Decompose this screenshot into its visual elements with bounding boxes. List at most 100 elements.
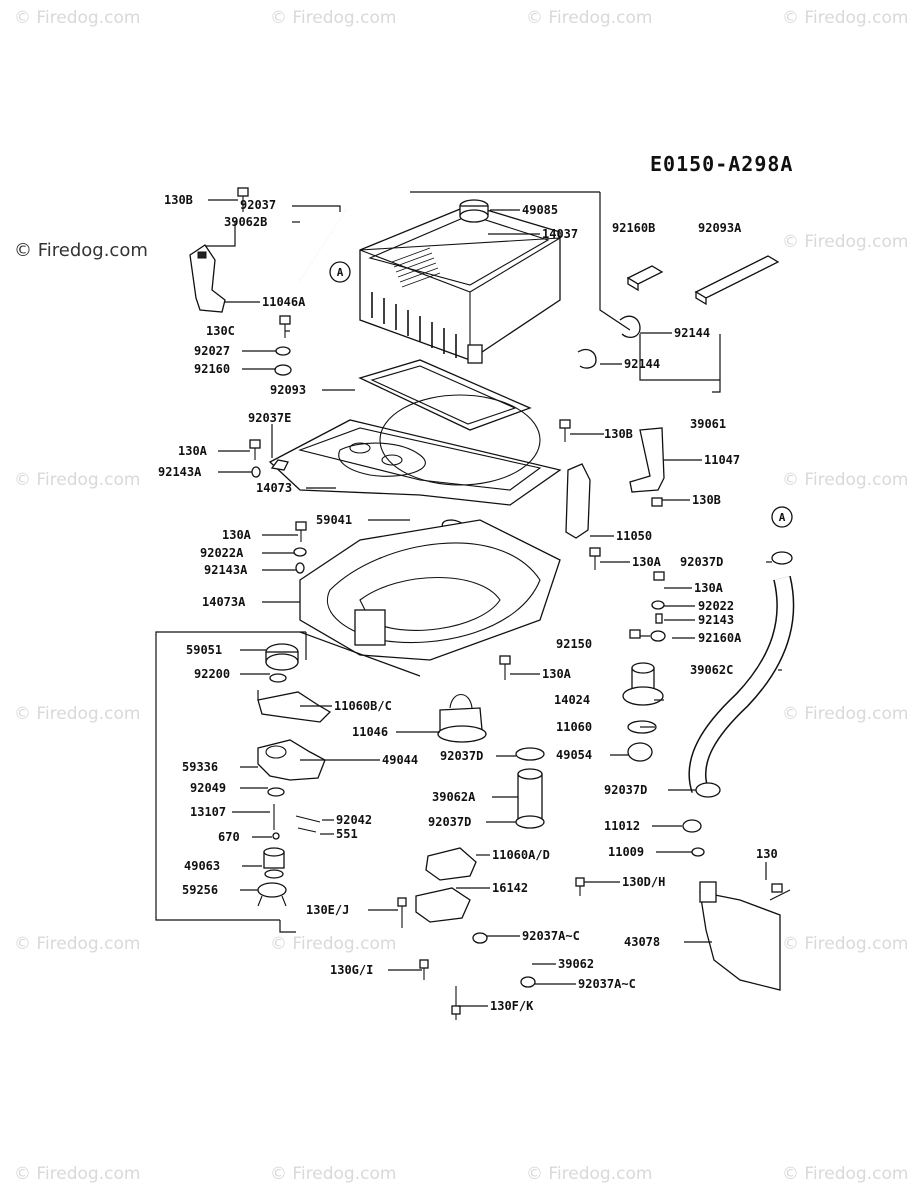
part-label: 92144 [624, 357, 660, 371]
part-label: 11060B/C [334, 699, 392, 713]
thermostat-49054 [627, 742, 653, 762]
hose-39062C [688, 551, 795, 798]
part-label: 11046A [262, 295, 306, 309]
part-label: 92143A [204, 563, 248, 577]
clamp-92037D [515, 747, 545, 761]
part-label: 39062C [690, 663, 733, 677]
part-label: 92022 [698, 599, 734, 613]
part-label: 49054 [556, 748, 592, 762]
part-label: 11050 [616, 529, 652, 543]
washer-92200 [269, 673, 287, 683]
part-label: 130G/I [330, 963, 373, 977]
radiator [359, 199, 561, 364]
part-label: 92093A [698, 221, 742, 235]
gasket-92093 [358, 359, 532, 431]
part-label: 11009 [608, 845, 644, 859]
part-label: 92150 [556, 637, 592, 651]
pin-92042 [295, 815, 321, 823]
part-label: 92037A~C [578, 977, 636, 991]
part-label: 92037D [428, 815, 471, 829]
part-label: 92037A~C [522, 929, 580, 943]
part-label: 130E/J [306, 903, 349, 917]
part-label: 130F/K [490, 999, 534, 1013]
reference-marker-a: A [329, 261, 351, 283]
watermark: © Firedog.com [14, 1164, 141, 1184]
watermark: © Firedog.com [526, 1164, 653, 1184]
part-label: 92037E [248, 411, 291, 425]
part-label: 11012 [604, 819, 640, 833]
hose-39062A [517, 773, 543, 823]
impeller-59256 [257, 882, 287, 907]
clip-92144 [619, 315, 641, 339]
housing-11046 [437, 693, 487, 743]
bracket-11050 [565, 463, 591, 539]
part-label: 49085 [522, 203, 558, 217]
part-label: 49063 [184, 859, 220, 873]
part-label: 92143A [158, 465, 202, 479]
part-label: 130B [164, 193, 193, 207]
part-label: 14073A [202, 595, 246, 609]
gear-59051 [265, 643, 299, 671]
clamp-92037D [515, 815, 545, 829]
part-label: 92037D [440, 749, 483, 763]
part-label: 39061 [690, 417, 726, 431]
part-label: 39062B [224, 215, 267, 229]
part-label: 92037D [604, 783, 647, 797]
cap-11012 [682, 819, 702, 833]
part-label: 11060 [556, 720, 592, 734]
part-label: 92037 [240, 198, 276, 212]
part-label: 130C [206, 324, 235, 338]
part-label: 59051 [186, 643, 222, 657]
svg-text:A: A [779, 511, 786, 524]
part-label: 92042 [336, 813, 372, 827]
watermark: © Firedog.com [14, 470, 141, 490]
part-label: 130A [222, 528, 252, 542]
bracket-11046A [189, 244, 226, 313]
clip-92144 [577, 348, 597, 369]
part-label: 92093 [270, 383, 306, 397]
svg-text:A: A [337, 266, 344, 279]
watermark: © Firedog.com [14, 934, 141, 954]
seal-49063 [263, 847, 285, 879]
diagram-code: E0150-A298A [650, 152, 794, 176]
seal-92049 [267, 787, 285, 797]
part-label: 11060A/D [492, 848, 550, 862]
pad-92160B [626, 265, 664, 292]
part-label: 130B [604, 427, 633, 441]
part-label: 92160A [698, 631, 742, 645]
reservoir-43078 [699, 881, 791, 991]
watermark: © Firedog.com [782, 232, 909, 252]
part-label: 92022A [200, 546, 244, 560]
watermark: © Firedog.com [782, 470, 909, 490]
watermark: © Firedog.com [14, 704, 141, 724]
part-label: 59336 [182, 760, 218, 774]
part-label: 551 [336, 827, 358, 841]
thermostat-cover-14024 [622, 662, 664, 706]
part-label: 59256 [182, 883, 218, 897]
part-label: 49044 [382, 753, 418, 767]
watermark: © Firedog.com [782, 704, 909, 724]
reference-marker-a: A [771, 506, 793, 528]
part-label: 92049 [190, 781, 226, 795]
watermark: © Firedog.com [270, 934, 397, 954]
shroud-14073A [299, 519, 561, 661]
part-label: 130 [756, 847, 778, 861]
part-label: 14024 [554, 693, 590, 707]
watermark: © Firedog.com [270, 8, 397, 28]
pin-551 [297, 827, 317, 833]
gasket-11060AD [425, 847, 477, 881]
pump-kit-box [155, 631, 307, 921]
part-label: 13107 [190, 805, 226, 819]
part-label: 43078 [624, 935, 660, 949]
part-label: 92160 [194, 362, 230, 376]
part-label: 130B [692, 493, 721, 507]
part-label: 16142 [492, 881, 528, 895]
part-label: 130A [178, 444, 208, 458]
part-label: 59041 [316, 513, 352, 527]
bolt [237, 187, 292, 376]
seal-11009 [691, 847, 705, 857]
part-label: 130A [542, 667, 572, 681]
part-label: 39062A [432, 790, 476, 804]
part-label: 39062 [558, 957, 594, 971]
